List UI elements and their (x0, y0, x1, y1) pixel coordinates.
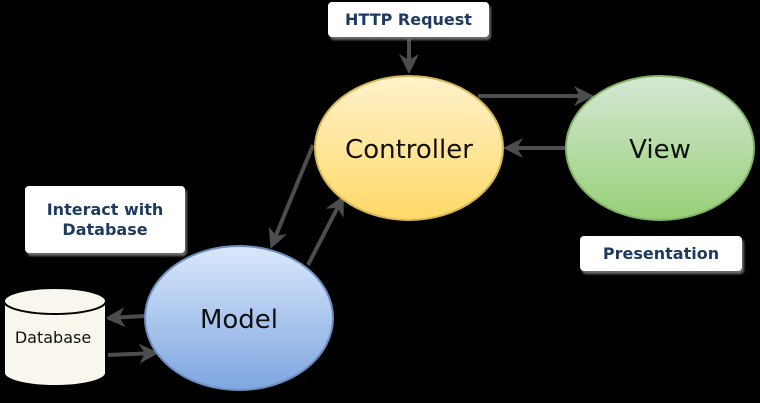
view-node: View (565, 75, 755, 221)
view-label: View (629, 135, 691, 165)
controller-node: Controller (314, 75, 504, 221)
arrow-model-to-database (105, 307, 146, 328)
database-icon: Database (3, 287, 107, 387)
presentation-callout: Presentation (580, 236, 742, 271)
interact-database-text: Interact with Database (46, 199, 164, 239)
arrow-controller-to-model (268, 144, 315, 249)
controller-label: Controller (345, 135, 473, 165)
model-node: Model (144, 245, 334, 391)
arrow-database-to-model (107, 343, 159, 364)
interact-database-callout: Interact with Database (25, 186, 185, 253)
database-label: Database (15, 328, 91, 347)
model-label: Model (200, 305, 278, 335)
arrows (105, 38, 594, 364)
http-request-callout: HTTP Request (328, 2, 489, 37)
arrow-model-to-controller (306, 195, 344, 266)
